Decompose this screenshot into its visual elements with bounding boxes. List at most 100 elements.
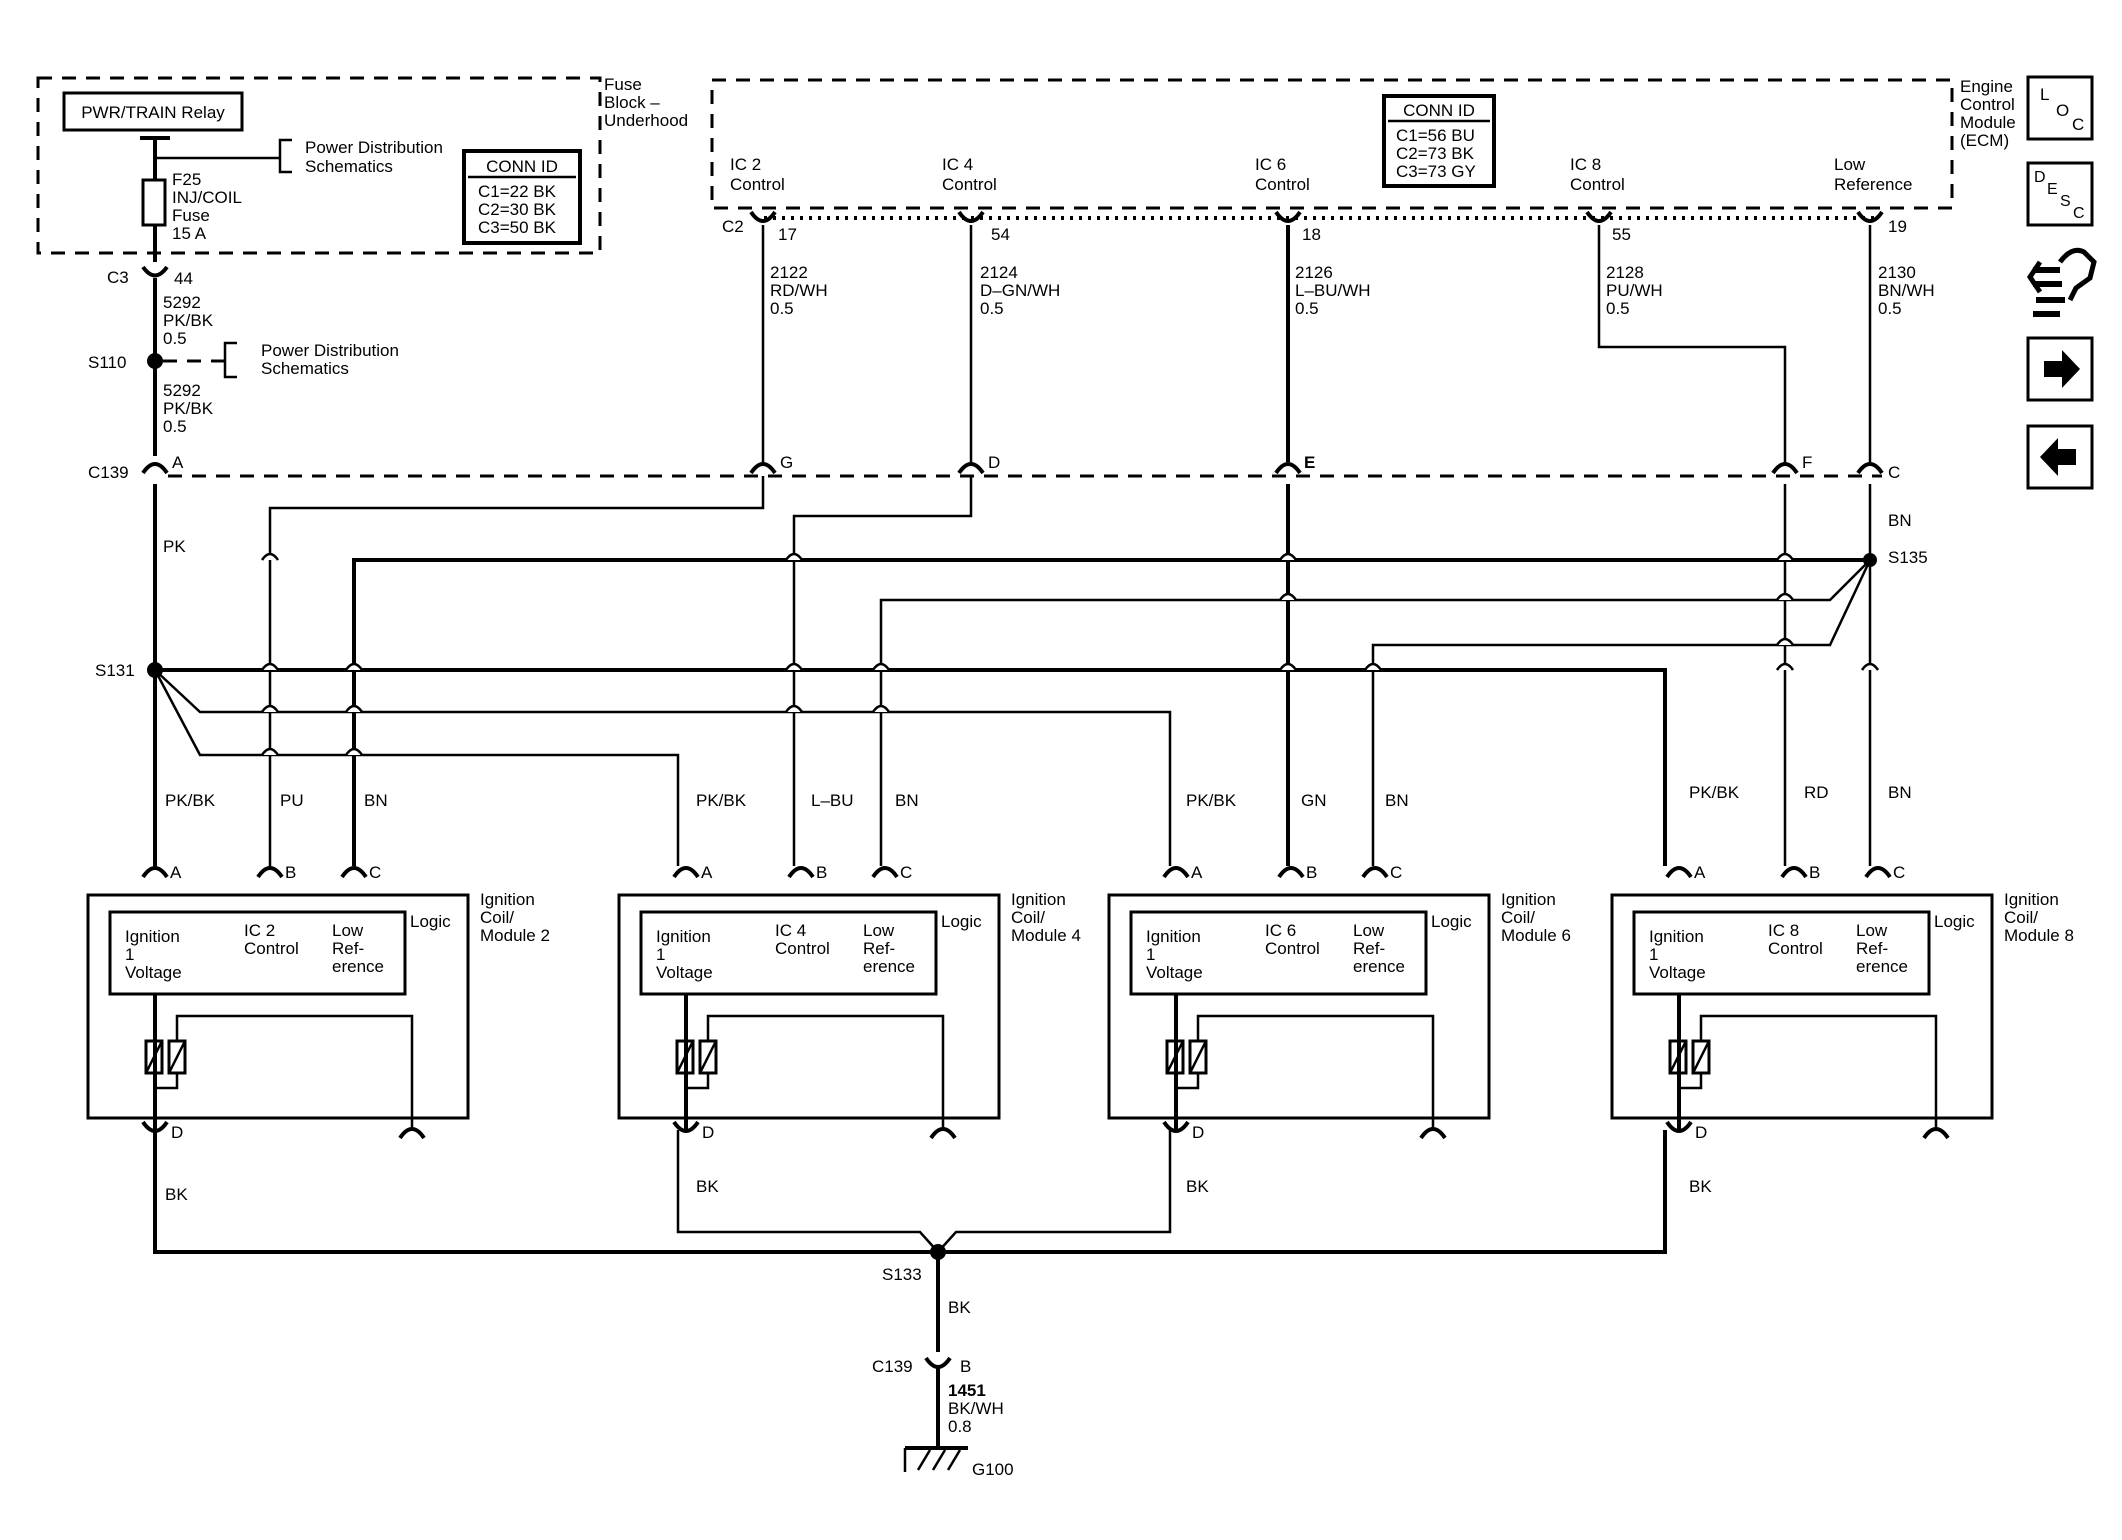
wire-5292-lower: 5292 PK/BK 0.5 — [163, 381, 218, 436]
power-feed: C3 44 5292 PK/BK 0.5 S110 Power Distribu… — [88, 265, 399, 456]
loc-l: L — [2040, 85, 2049, 104]
connector-c3 — [141, 265, 169, 278]
coil-module-box — [1610, 893, 1994, 1120]
ecm-pin-19 — [1856, 210, 1884, 223]
coil-secondary-pin — [929, 1127, 957, 1140]
ground-wire-label: BK — [948, 1298, 971, 1317]
coil-ground-wire-label: BK — [1689, 1177, 1712, 1196]
coil-wire-label: PU — [280, 791, 304, 810]
s133-label: S133 — [882, 1265, 922, 1284]
coil-logic-label: Logic — [1934, 912, 1975, 931]
coil-logic-label: Logic — [1431, 912, 1472, 931]
loc-o: O — [2056, 101, 2069, 120]
coil-pin-letter: B — [285, 863, 296, 882]
desc-button[interactable]: D E S C — [2026, 161, 2094, 227]
s131-label: S131 — [95, 661, 135, 680]
conn-id-title: CONN ID — [486, 157, 558, 176]
coil-wire-label: RD — [1804, 783, 1829, 802]
coil-winding-icon — [1668, 1039, 1688, 1075]
harness-icon[interactable] — [2026, 247, 2097, 317]
ecm-title: Engine Control Module (ECM) — [1960, 77, 2021, 150]
back-arrow-icon[interactable] — [2026, 424, 2094, 490]
loc-button[interactable]: L O C — [2026, 75, 2094, 141]
coil-winding-icon — [144, 1039, 164, 1075]
desc-e: E — [2047, 181, 2058, 198]
connector-c139: C139 A G D E F C — [88, 453, 1900, 482]
conn-id-lines: C1=22 BK C2=30 BK C3=50 BK — [478, 182, 561, 237]
coil-pin-letter: C — [369, 863, 381, 882]
desc-c: C — [2073, 205, 2085, 222]
g100-label: G100 — [972, 1460, 1014, 1479]
coil-ground-pin — [1665, 1120, 1693, 1133]
c139-pin-g: G — [780, 453, 793, 472]
coil-pin — [871, 866, 899, 879]
coil-pin-letter: C — [1893, 863, 1905, 882]
fuse-label: F25 INJ/COIL Fuse 15 A — [172, 170, 246, 243]
coil-pin — [1277, 866, 1305, 879]
coil-pin-letter: C — [1390, 863, 1402, 882]
coil-ground-pin-letter: D — [1695, 1123, 1707, 1142]
circuit-1451-detail: BK/WH 0.8 — [948, 1399, 1008, 1436]
pin-number-55: 55 — [1612, 225, 1631, 244]
engine-control-module: Engine Control Module (ECM) CONN ID C1=5… — [710, 77, 2021, 462]
wire-5292-upper: 5292 PK/BK 0.5 — [163, 293, 218, 348]
fuse-block-title: Fuse Block – Underhood — [604, 75, 688, 130]
ground-connector-pin: B — [960, 1357, 971, 1376]
c3-pin: 44 — [174, 269, 193, 288]
s110-label: S110 — [88, 353, 126, 372]
coil-ground-wire-label: BK — [165, 1185, 188, 1204]
ground-connector-label: C139 — [872, 1357, 913, 1376]
coil-pin — [1780, 866, 1808, 879]
splice-s110 — [147, 353, 163, 369]
ecm-conn-id-title: CONN ID — [1403, 101, 1475, 120]
coil-wire-label: BN — [1888, 783, 1912, 802]
coil-logic-label: Logic — [941, 912, 982, 931]
coil-pin — [1162, 866, 1190, 879]
coil-wire-label: BN — [1385, 791, 1409, 810]
pin-number-17: 17 — [778, 225, 797, 244]
coil-logic-box — [1129, 910, 1428, 996]
c139-pin-d: D — [988, 453, 1000, 472]
coil-wire-label: BN — [364, 791, 388, 810]
ecm-pin-54 — [957, 210, 985, 223]
fuse-f25 — [141, 178, 167, 227]
coil-ground-wire-label: BK — [1186, 1177, 1209, 1196]
coil-wire-label: L–BU — [811, 791, 854, 810]
pin-number-54: 54 — [991, 225, 1010, 244]
coil-ground-wire-label: BK — [696, 1177, 719, 1196]
coil-pin-letter: C — [900, 863, 912, 882]
c139-pin-e: E — [1304, 453, 1315, 472]
coil-module-box — [86, 893, 470, 1120]
coil-logic-label: Logic — [410, 912, 451, 931]
coil-winding-icon — [1165, 1039, 1185, 1075]
coil-winding-icon — [675, 1039, 695, 1075]
coil-ground-pin — [672, 1120, 700, 1133]
coil-ground-pin-letter: D — [171, 1123, 183, 1142]
ecm-pin-18 — [1274, 210, 1302, 223]
coil-ground-pin-letter: D — [1192, 1123, 1204, 1142]
coil-pin — [141, 866, 169, 879]
coil-logic-box — [1632, 910, 1931, 996]
coil-pin-letter: A — [701, 863, 713, 882]
forward-arrow-icon[interactable] — [2026, 336, 2094, 402]
